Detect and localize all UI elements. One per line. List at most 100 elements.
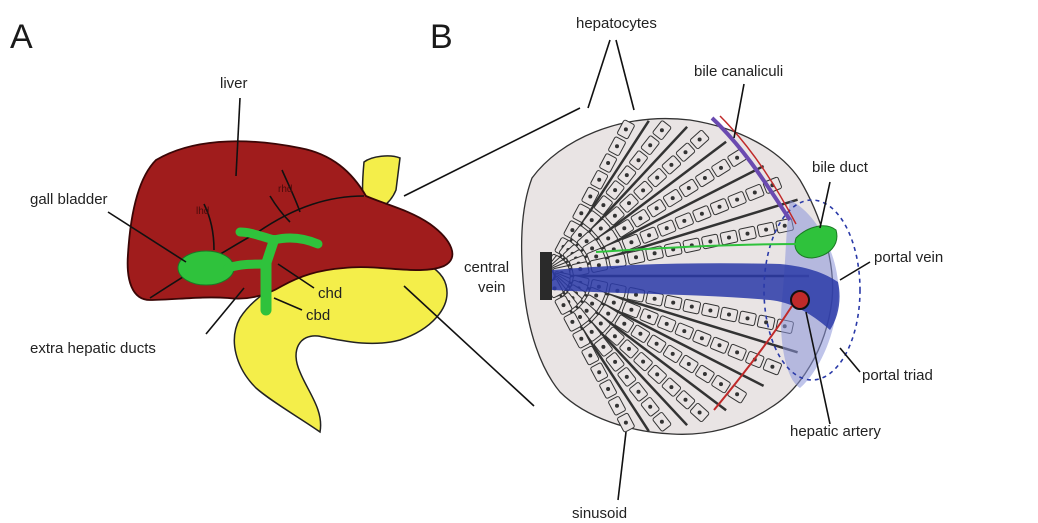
hepatocyte-nucleus: [655, 176, 659, 180]
hepatocyte-nucleus: [735, 350, 739, 354]
cystic-duct: [228, 264, 266, 268]
hepatocytes-leader-2: [616, 40, 634, 110]
hepatocyte-nucleus: [727, 313, 731, 317]
portal-triad-label: portal triad: [862, 367, 933, 384]
hepatocyte-nucleus: [590, 218, 594, 222]
hepatocyte-nucleus: [641, 188, 645, 192]
hepatocyte-nucleus: [647, 233, 651, 237]
hepatocyte-nucleus: [570, 228, 574, 232]
hepatocyte-nucleus: [687, 362, 691, 366]
hepatocyte-nucleus: [764, 228, 768, 232]
hepatocyte-nucleus: [719, 382, 723, 386]
hepatocyte-nucleus: [599, 227, 603, 231]
hepatocyte-nucleus: [629, 308, 633, 312]
hepatocyte-nucleus: [641, 360, 645, 364]
hepatocyte-nucleus: [625, 173, 629, 177]
hepatocyte-nucleus: [698, 411, 702, 415]
bile-duct-label: bile duct: [812, 159, 869, 176]
bile-duct-leader: [820, 182, 830, 228]
hepatocyte-nucleus: [606, 236, 610, 240]
hepatocyte-nucleus: [746, 316, 750, 320]
central-vein-label-1: central: [464, 259, 509, 276]
hepatocyte-nucleus: [746, 232, 750, 236]
hepatocyte-nucleus: [613, 360, 617, 364]
hepatocyte-nucleus: [638, 216, 642, 220]
hepatocyte-nucleus: [653, 251, 657, 255]
hepatocyte-nucleus: [562, 303, 566, 307]
sinusoid-label: sinusoid: [572, 505, 627, 522]
panel-a: A lhd rhd liver gall bladder extra h: [10, 18, 452, 432]
hepatocyte-nucleus: [570, 320, 574, 324]
zoom-line-bottom: [404, 286, 534, 406]
hepatocyte-nucleus: [648, 143, 652, 147]
hepatocyte-nucleus: [606, 387, 610, 391]
hepatocyte-nucleus: [627, 347, 631, 351]
hepatocyte-nucleus: [708, 309, 712, 313]
hepatocyte-nucleus: [671, 196, 675, 200]
liver-label: liver: [220, 75, 248, 92]
hepatocyte-nucleus: [708, 240, 712, 244]
hepatocyte-nucleus: [638, 332, 642, 336]
hepatocyte-nucleus: [590, 246, 594, 250]
hepatocyte-nucleus: [718, 343, 722, 347]
hepatocyte-nucleus: [585, 309, 589, 313]
bile-canaliculi-label: bile canaliculi: [694, 63, 783, 80]
central-vein-label-2: vein: [478, 279, 506, 296]
hepatocyte-nucleus: [665, 226, 669, 230]
gall-bladder-label: gall bladder: [30, 191, 108, 208]
hepatocyte-nucleus: [622, 322, 626, 326]
hepatocyte-nucleus: [590, 330, 594, 334]
hepatocyte-nucleus: [588, 354, 592, 358]
hepatocyte-nucleus: [648, 405, 652, 409]
hepatocyte-nucleus: [770, 365, 774, 369]
hepatocyte-nucleus: [655, 372, 659, 376]
hepatocyte-nucleus: [588, 195, 592, 199]
hepatocyte-nucleus: [601, 203, 605, 207]
hepatocyte-nucleus: [647, 315, 651, 319]
hepatocyte-nucleus: [613, 214, 617, 218]
hepatocyte-nucleus: [624, 127, 628, 131]
hepatocyte-nucleus: [660, 128, 664, 132]
hepatocytes-leader-1: [588, 40, 610, 108]
hepatocyte-nucleus: [579, 211, 583, 215]
hepatocyte-nucleus: [703, 372, 707, 376]
hepatocyte-nucleus: [669, 163, 673, 167]
hepatocyte-nucleus: [783, 224, 787, 228]
hepatocyte-nucleus: [655, 342, 659, 346]
hepatocyte-nucleus: [653, 297, 657, 301]
rhd-label: rhd: [278, 184, 292, 195]
hepatocyte-nucleus: [579, 337, 583, 341]
hepatocyte-nucleus: [597, 370, 601, 374]
hepatocyte-nucleus: [684, 150, 688, 154]
hepatocyte-nucleus: [690, 305, 694, 309]
hepatocyte-nucleus: [627, 201, 631, 205]
hepatocyte-nucleus: [634, 255, 638, 259]
hepatocyte-nucleus: [703, 176, 707, 180]
hepatocyte-nucleus: [637, 390, 641, 394]
hepatocyte-nucleus: [735, 156, 739, 160]
panel-b: B hepatocytes bile canaliculi bile duct …: [430, 15, 943, 522]
hepatocyte-nucleus: [594, 294, 598, 298]
cbd-label: cbd: [306, 307, 330, 324]
hepatocyte-nucleus: [660, 420, 664, 424]
panel-b-letter: B: [430, 18, 453, 56]
hepatocyte-nucleus: [585, 239, 589, 243]
hepatocyte-nucleus: [637, 158, 641, 162]
hepatocyte-nucleus: [594, 255, 598, 259]
hepatocyte-nucleus: [612, 301, 616, 305]
hepatocyte-nucleus: [622, 226, 626, 230]
bile-canaliculi-leader: [734, 84, 744, 138]
portal-vein-leader: [840, 262, 870, 280]
hepatocyte-nucleus: [606, 312, 610, 316]
lhd-label: lhd: [196, 206, 209, 217]
hepatocyte-nucleus: [682, 329, 686, 333]
hepatocyte-nucleus: [753, 191, 757, 195]
sinusoid-leader: [618, 432, 626, 500]
hepatocyte-nucleus: [655, 206, 659, 210]
hepatocyte-nucleus: [735, 198, 739, 202]
hepatocyte-nucleus: [682, 219, 686, 223]
hepatocyte-nucleus: [613, 334, 617, 338]
portal-vein-label: portal vein: [874, 249, 943, 266]
hepatocyte-nucleus: [613, 188, 617, 192]
